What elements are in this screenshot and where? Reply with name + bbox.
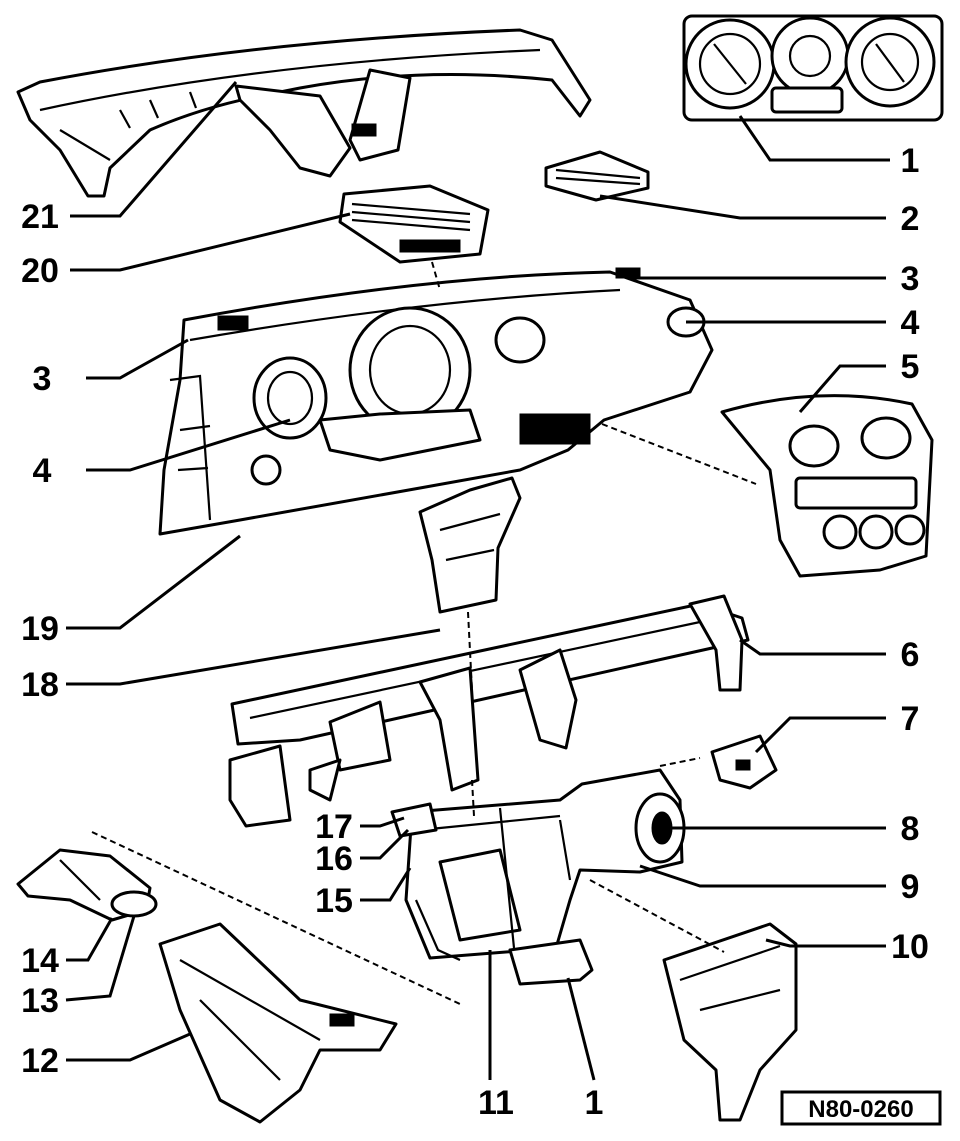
callout-4-right: 4 [901,304,920,342]
callout-21: 21 [21,198,59,236]
centre-console-facia [720,394,934,578]
callout-1-top: 1 [901,142,920,180]
center-air-vent [338,184,490,264]
callout-19: 19 [21,610,59,648]
dashboard-top-trim [16,28,592,198]
heater-and-blower-unit [390,768,686,986]
dash-cross-member [228,594,750,828]
assembly-dashed-lines [91,261,757,1005]
callout-13: 13 [21,982,59,1020]
callout-2: 2 [901,200,920,238]
callout-5: 5 [901,348,920,386]
callout-16: 16 [315,840,353,878]
dashboard-body [158,267,714,536]
callout-20: 20 [21,252,59,290]
leader-lines [65,81,890,1081]
small-air-vent [544,150,650,202]
lower-floor-bracket [158,922,398,1124]
callout-10: 10 [891,928,929,966]
callout-14: 14 [21,942,59,980]
callout-6: 6 [901,636,920,674]
callout-12: 12 [21,1042,59,1080]
callout-8: 8 [901,810,920,848]
callout-7: 7 [901,700,920,738]
air-duct-housing [662,922,798,1122]
reference-code-box: N80-0260 [780,1090,942,1126]
callout-9: 9 [901,868,920,906]
footwell-air-duct [418,476,522,614]
callout-15: 15 [315,882,353,920]
heater-control-panel [682,14,944,122]
callout-4-left: 4 [33,452,52,490]
callout-3-right: 3 [901,260,920,298]
callout-18: 18 [21,666,59,704]
reference-code: N80-0260 [808,1096,913,1123]
callout-labels: 1 2 3 4 5 3 4 6 7 8 9 10 11 1 12 13 14 1… [21,142,929,1122]
grommet [110,890,158,918]
callout-3-left: 3 [33,360,52,398]
callout-1-bottom: 1 [585,1084,604,1122]
callout-17: 17 [315,808,353,846]
callout-11: 11 [478,1084,514,1122]
